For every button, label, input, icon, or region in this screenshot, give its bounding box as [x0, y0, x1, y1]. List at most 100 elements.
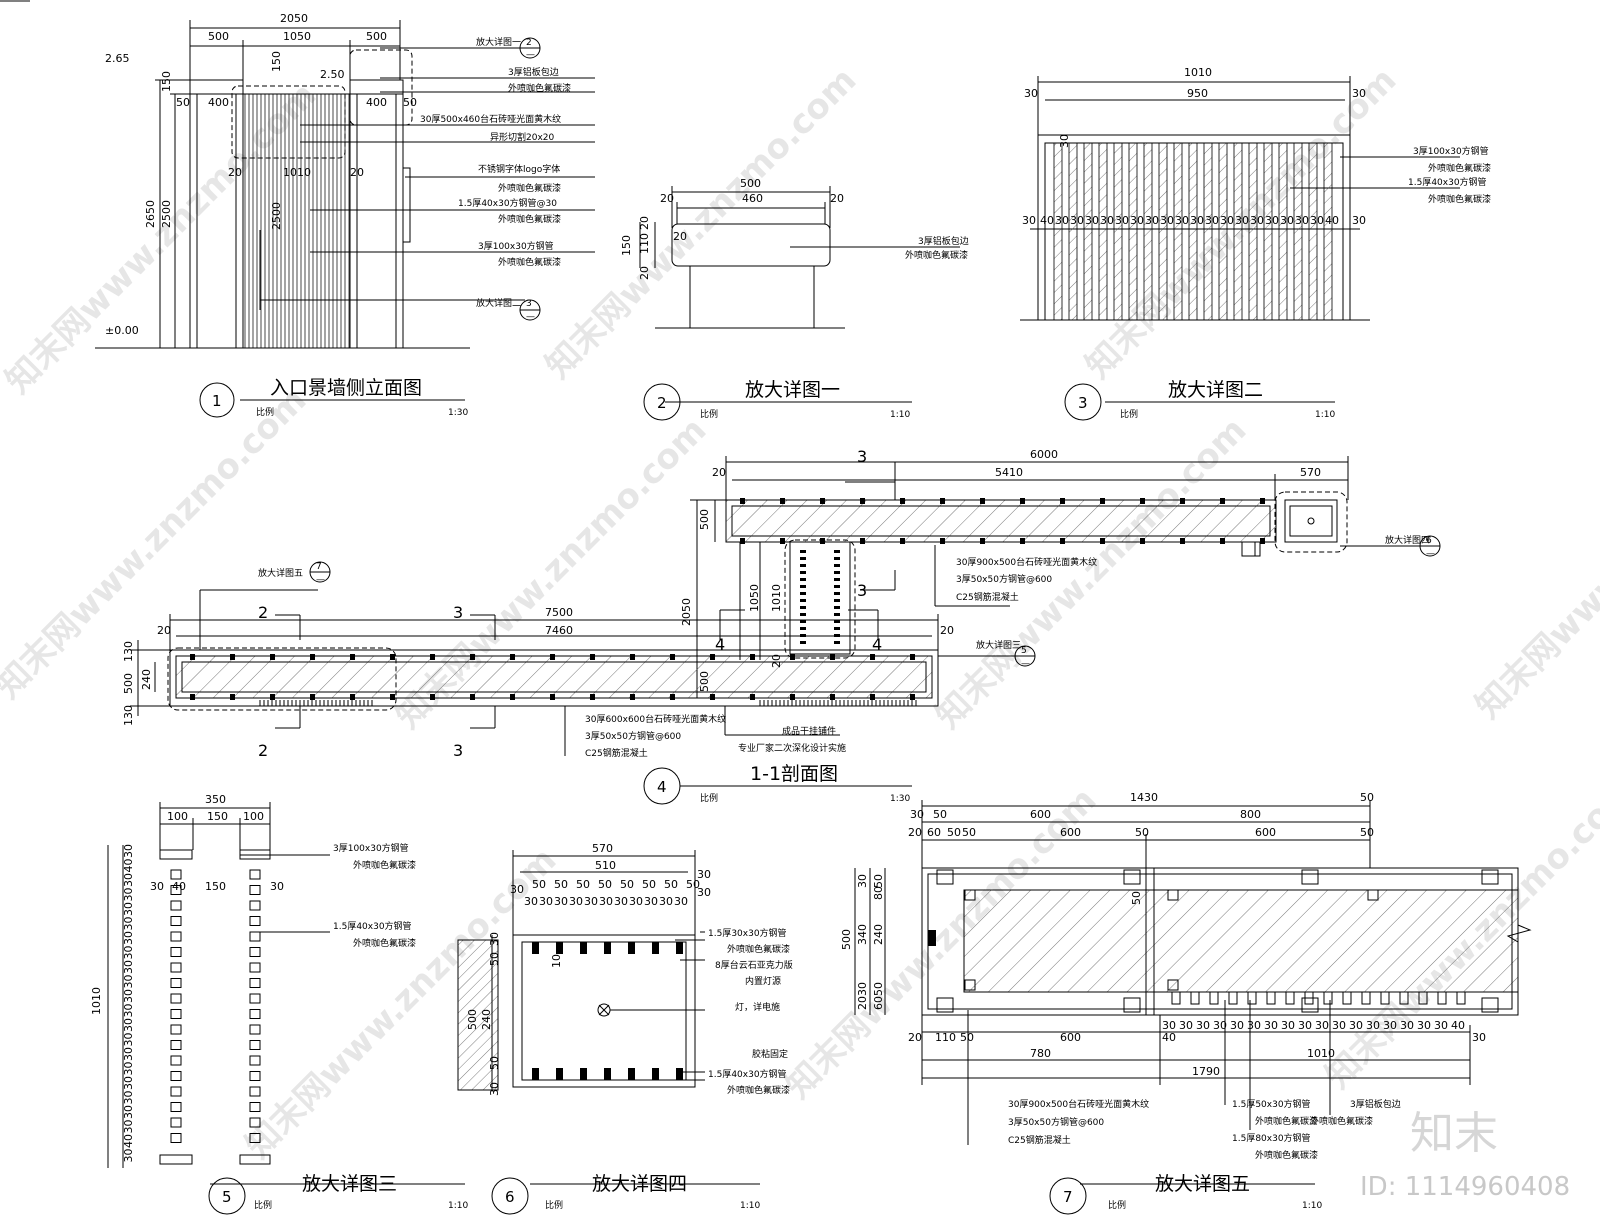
note-text: 外喷咖色氟碳漆	[1255, 1149, 1318, 1161]
tube-mark	[800, 585, 806, 588]
dim-label: 30	[488, 932, 501, 946]
slat-section	[1266, 991, 1276, 1005]
bolt-mark	[830, 654, 835, 660]
dim-label: 30	[1315, 1019, 1329, 1032]
note-text: 灯，详电施	[735, 1001, 780, 1013]
tube-section	[249, 947, 261, 957]
bolt-mark	[1220, 498, 1225, 504]
dim-label: 80	[872, 886, 885, 900]
view-4-bolts	[190, 498, 1315, 706]
view-7-detail-5	[854, 800, 1532, 1215]
bolt-mark	[860, 498, 865, 504]
bolt-mark	[350, 654, 355, 660]
brand-logo-text: 知末	[1410, 1108, 1498, 1159]
dim-label: 20	[673, 230, 687, 243]
dim-label: 30	[1145, 214, 1159, 227]
section-mark: 4	[715, 635, 725, 654]
bolt-mark	[1260, 538, 1265, 544]
dim-label: 50	[554, 878, 568, 891]
dim-label: 30	[122, 931, 135, 945]
dim-label: 30	[150, 880, 164, 893]
dim-label: 30	[122, 946, 135, 960]
note-text: 外喷咖色氟碳漆	[905, 249, 968, 261]
dim-label: 50	[1135, 826, 1149, 839]
bolt-mark	[1100, 538, 1105, 544]
dim-label: 150	[270, 51, 283, 72]
dim-label: 600	[1030, 808, 1051, 821]
dim-label: 30	[122, 1033, 135, 1047]
dim-label: 50	[872, 874, 885, 888]
note-text: 外喷咖色氟碳漆	[508, 82, 571, 94]
bolt-mark	[1020, 498, 1025, 504]
dim-label: 30	[122, 888, 135, 902]
callout-label: 放大详图四	[1385, 534, 1430, 546]
anchor-bracket	[1123, 997, 1141, 1013]
dim-label: 6000	[1030, 448, 1058, 461]
view-number: 6	[505, 1188, 515, 1206]
dim-label: 30	[270, 880, 284, 893]
dim-label: 500	[208, 30, 229, 43]
bolt-mark	[900, 498, 905, 504]
tube-section	[249, 1009, 261, 1019]
bolt-mark	[310, 654, 315, 660]
dim-label: 50	[1360, 826, 1374, 839]
dim-label: 30	[659, 895, 673, 908]
tube-section	[249, 1055, 261, 1066]
slat-tube	[1128, 142, 1138, 321]
bolt-mark	[940, 538, 945, 544]
dim-label: 20	[157, 624, 171, 637]
tube-mark	[834, 571, 840, 574]
scale-value: 1:10	[1302, 1201, 1322, 1211]
view-title: 放大详图二	[1168, 379, 1263, 401]
tube-section	[249, 978, 261, 988]
view-title: 放大详图四	[592, 1173, 687, 1195]
tube-section	[249, 1040, 261, 1050]
dim-label: 30	[1085, 214, 1099, 227]
bolt-mark	[670, 694, 675, 700]
dim-label: 30	[629, 895, 643, 908]
note-text: 3厚50x50方钢管@600	[956, 573, 1052, 585]
callout-label: 放大详图五	[258, 567, 303, 579]
dim-label: 30	[1332, 1019, 1346, 1032]
callout-sub: —	[1021, 659, 1030, 669]
dim-label: 1010	[770, 584, 783, 612]
dim-label: 30	[1366, 1019, 1380, 1032]
slat-tube	[1113, 142, 1123, 321]
dim-label: 30	[1179, 1019, 1193, 1032]
dim-label: 110	[638, 233, 651, 254]
dim-label: 30	[1070, 214, 1084, 227]
dim-label: 500	[698, 671, 711, 692]
callout-number: 7	[316, 562, 322, 572]
dim-label: 30	[122, 902, 135, 916]
dim-label: 50	[532, 878, 546, 891]
slat-section	[1361, 991, 1371, 1005]
note-text: 外喷咖色氟碳漆	[727, 943, 790, 955]
section-mark: 2	[258, 741, 268, 760]
dim-label: 7500	[545, 606, 573, 619]
dim-label: 50	[960, 1031, 974, 1044]
dim-label: 20	[712, 466, 726, 479]
tube-section	[249, 962, 261, 973]
tube-section	[249, 869, 261, 880]
dim-label: 30	[1235, 214, 1249, 227]
bolt-mark	[820, 498, 825, 504]
tube-mark	[834, 592, 840, 595]
note-text: 外喷咖色氟碳漆	[353, 859, 416, 871]
clip-mark	[928, 930, 936, 946]
tube-section	[676, 942, 683, 954]
dim-label: 30	[1055, 214, 1069, 227]
bolt-mark	[430, 694, 435, 700]
slat-tube	[1158, 142, 1168, 321]
bolt-mark	[550, 654, 555, 660]
dim-label: 30	[1220, 214, 1234, 227]
bolt-mark	[670, 654, 675, 660]
view-title: 1-1剖面图	[750, 763, 838, 785]
bolt-mark	[230, 654, 235, 660]
dim-label: 30	[122, 1105, 135, 1119]
dim-label: 50	[1360, 791, 1374, 804]
dim-label: 40	[122, 1134, 135, 1148]
dim-label: 30	[1472, 1031, 1486, 1044]
slat-tube	[1098, 142, 1108, 321]
tube-section	[604, 1068, 611, 1080]
